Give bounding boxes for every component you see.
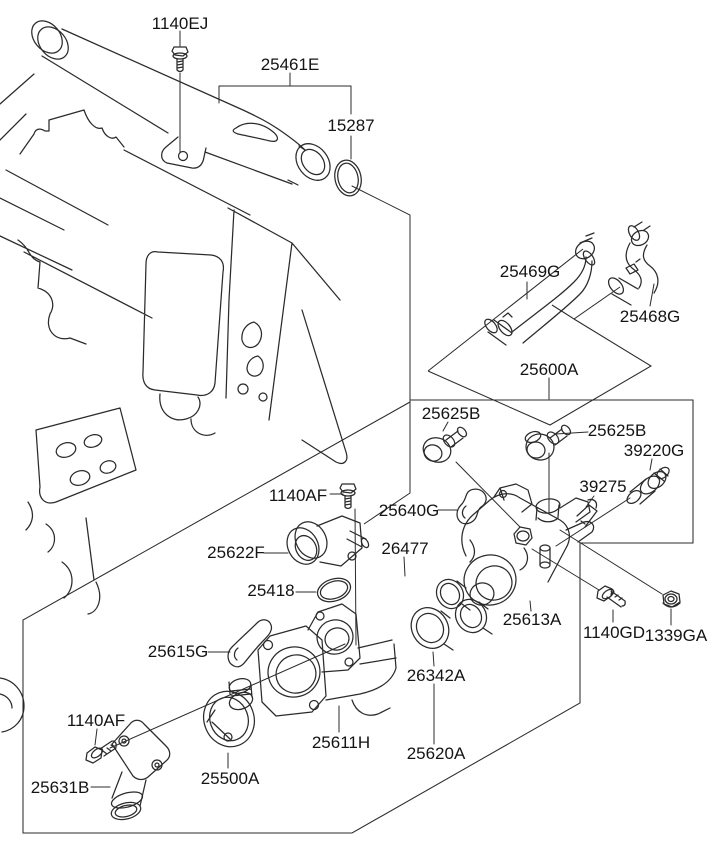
seal-26342a-art [410, 607, 454, 651]
part-label-25611h[interactable]: 25611H [312, 733, 370, 752]
oring-15287-art [334, 159, 362, 197]
part-label-1140af-upper[interactable]: 1140AF [269, 486, 327, 505]
part-label-25622f[interactable]: 25622F [207, 543, 265, 562]
part-label-25613a[interactable]: 25613A [503, 610, 562, 629]
part-label-25615g[interactable]: 25615G [148, 642, 209, 661]
outlet-fitting-25631b-art [110, 719, 171, 821]
oring-25418-art [316, 577, 352, 603]
seals-26477-art [435, 578, 493, 635]
part-label-39275[interactable]: 39275 [579, 477, 626, 496]
gasket-25640g-art [456, 488, 487, 525]
engine-block-art [0, 73, 348, 733]
part-label-15287[interactable]: 15287 [327, 116, 374, 135]
part-label-25468g[interactable]: 25468G [620, 307, 681, 326]
part-label-25469g[interactable]: 25469G [500, 262, 561, 281]
part-label-26342a[interactable]: 26342A [407, 666, 466, 685]
sensor-25625b-left-art [422, 426, 468, 463]
part-label-25500a[interactable]: 25500A [201, 769, 260, 788]
part-label-25418[interactable]: 25418 [247, 581, 294, 600]
bolt-1140gd-art [596, 585, 626, 608]
nut-1339ga-art [662, 590, 681, 608]
sensor-25625b-right-art [524, 424, 572, 461]
part-label-26477[interactable]: 26477 [381, 539, 428, 558]
part-label-1140af-lower[interactable]: 1140AF [67, 711, 125, 730]
leader-lines [90, 30, 672, 788]
gasket-25615g-art [227, 619, 273, 668]
part-label-1339ga[interactable]: 1339GA [645, 626, 708, 645]
hose-25469g-art [484, 232, 596, 346]
thermostat-25500a-art [203, 678, 255, 748]
part-label-25625b-left[interactable]: 25625B [422, 404, 481, 423]
bolt-1140af-lower-art [85, 740, 117, 764]
part-label-39220g[interactable]: 39220G [624, 441, 685, 460]
hose-25468g-art [607, 221, 659, 306]
thermostat-case-25613a-art [461, 483, 598, 606]
group-outline-main-box [22, 399, 694, 834]
part-label-25461e[interactable]: 25461E [261, 55, 320, 74]
part-label-1140ej[interactable]: 1140EJ [152, 14, 208, 33]
part-label-25625b-right[interactable]: 25625B [588, 421, 647, 440]
part-label-25640g[interactable]: 25640G [379, 501, 440, 520]
part-label-25600a[interactable]: 25600A [520, 360, 579, 379]
bolt-1140ej-art [171, 46, 189, 73]
part-label-25631b[interactable]: 25631B [31, 778, 90, 797]
water-inlet-pipe-25611h-art [257, 603, 397, 717]
part-label-1140gd[interactable]: 1140GD [583, 623, 645, 642]
coolant-pipe-art [31, 20, 331, 186]
fitting-25622f-art [286, 515, 370, 567]
sensor-39220g-art [626, 466, 670, 505]
bolt-1140af-upper-art [339, 483, 357, 510]
part-label-25620a[interactable]: 25620A [407, 744, 466, 763]
group-outline-hose-diamond [427, 248, 653, 426]
